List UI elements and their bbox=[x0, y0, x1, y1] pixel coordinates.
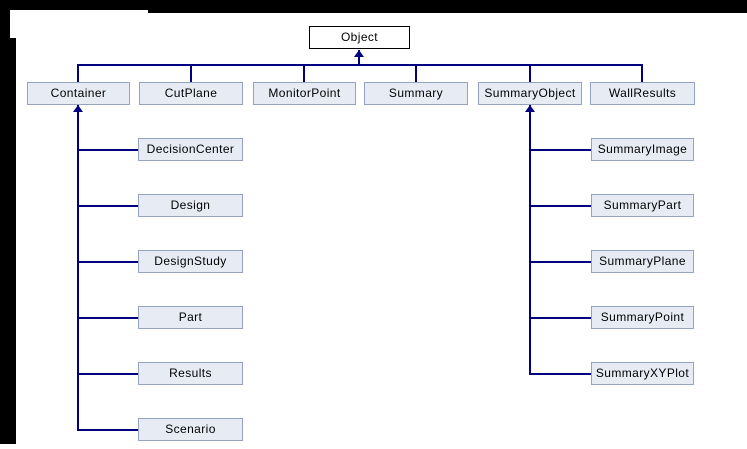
connector-line bbox=[77, 64, 79, 83]
node-design[interactable]: Design bbox=[138, 194, 243, 217]
connector-line bbox=[303, 64, 305, 83]
connector-line bbox=[77, 105, 79, 431]
screen-edge-top bbox=[0, 0, 747, 10]
node-summaryobject[interactable]: SummaryObject bbox=[478, 82, 582, 105]
screen-edge-left-lower bbox=[0, 38, 16, 444]
node-summarypoint[interactable]: SummaryPoint bbox=[591, 306, 694, 329]
connector-line bbox=[530, 149, 592, 151]
connector-line bbox=[641, 64, 643, 83]
node-summaryimage[interactable]: SummaryImage bbox=[591, 138, 694, 161]
connector-line bbox=[77, 64, 643, 66]
node-summarypart[interactable]: SummaryPart bbox=[591, 194, 694, 217]
node-summaryxyplot[interactable]: SummaryXYPlot bbox=[591, 362, 694, 385]
connector-line bbox=[529, 105, 531, 375]
node-cutplane[interactable]: CutPlane bbox=[139, 82, 243, 105]
connector-line bbox=[358, 50, 360, 66]
connector-line bbox=[78, 205, 139, 207]
connector-line bbox=[78, 149, 139, 151]
node-decisioncenter[interactable]: DecisionCenter bbox=[138, 138, 243, 161]
connector-line bbox=[530, 317, 592, 319]
node-object[interactable]: Object bbox=[309, 26, 410, 49]
node-summaryplane[interactable]: SummaryPlane bbox=[591, 250, 694, 273]
node-results[interactable]: Results bbox=[138, 362, 243, 385]
connector-line bbox=[78, 429, 139, 431]
screen-edge-top-right bbox=[148, 10, 747, 13]
arrow-up-icon bbox=[73, 105, 83, 112]
node-designstudy[interactable]: DesignStudy bbox=[138, 250, 243, 273]
node-summary[interactable]: Summary bbox=[364, 82, 468, 105]
node-wallresults[interactable]: WallResults bbox=[590, 82, 695, 105]
connector-line bbox=[530, 373, 592, 375]
screen-edge-left-upper bbox=[0, 10, 10, 38]
connector-line bbox=[78, 261, 139, 263]
connector-line bbox=[78, 317, 139, 319]
node-container[interactable]: Container bbox=[27, 82, 130, 105]
connector-line bbox=[78, 373, 139, 375]
connector-line bbox=[190, 64, 192, 83]
arrow-up-icon bbox=[354, 50, 364, 57]
node-part[interactable]: Part bbox=[138, 306, 243, 329]
connector-line bbox=[530, 261, 592, 263]
node-scenario[interactable]: Scenario bbox=[138, 418, 243, 441]
connector-line bbox=[529, 64, 531, 83]
node-monitorpoint[interactable]: MonitorPoint bbox=[253, 82, 356, 105]
connector-line bbox=[415, 64, 417, 83]
arrow-up-icon bbox=[525, 105, 535, 112]
connector-line bbox=[530, 205, 592, 207]
